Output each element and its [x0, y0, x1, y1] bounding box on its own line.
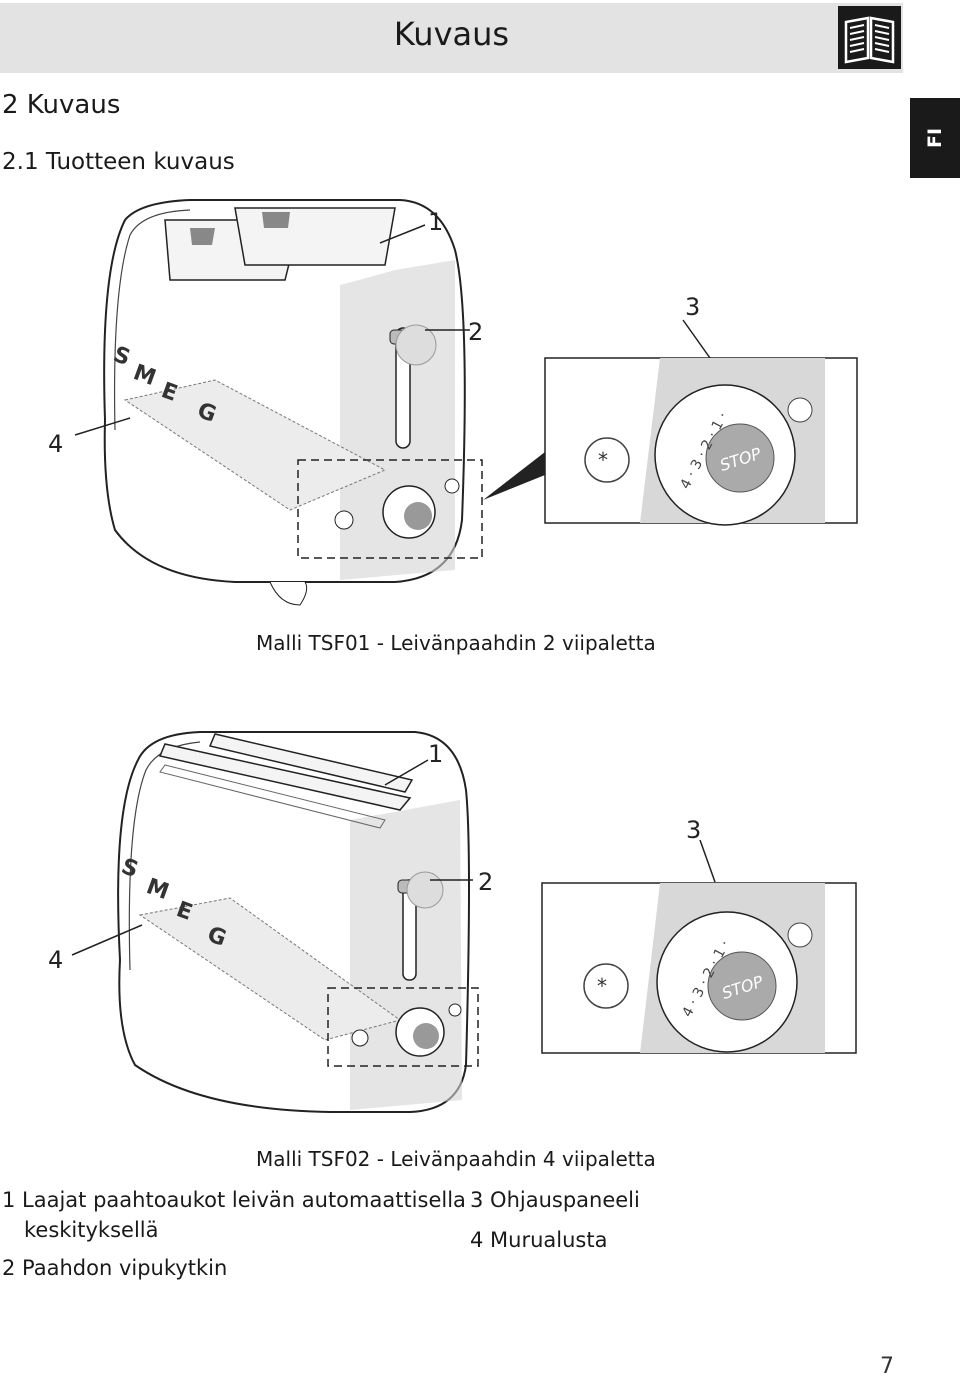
legend-left: 1 Laajat paahtoaukot leivän automaattise… — [2, 1182, 466, 1286]
legend-item-4: 4 Murualusta — [470, 1228, 608, 1252]
figure-caption-tsf01: Malli TSF01 - Leivänpaahdin 2 viipaletta — [256, 631, 656, 655]
callout-2: 2 — [478, 868, 493, 896]
page-number: 7 — [880, 1354, 894, 1379]
page-header-title: Kuvaus — [393, 15, 510, 53]
callout-4: 4 — [48, 946, 63, 974]
header-bar — [0, 3, 903, 73]
legend-item-1-continued: keskityksellä — [24, 1218, 159, 1242]
legend-right: 3 Ohjauspaneeli 4 Murualusta — [470, 1182, 640, 1258]
toaster-2-slice-illustration: S M E G * STOP 4 · 3 · 2 · 1 · 1 2 3 4 — [48, 199, 858, 606]
callout-2: 2 — [468, 318, 483, 346]
callout-3: 3 — [685, 293, 700, 321]
toaster-figure-tsf01: S M E G * STOP 4 · 3 · 2 · 1 · 1 2 3 4 — [0, 190, 960, 620]
callout-3: 3 — [686, 816, 701, 844]
figure-caption-tsf02: Malli TSF02 - Leivänpaahdin 4 viipaletta — [256, 1147, 656, 1171]
toaster-4-slice-illustration: S M E G * STOP 4 · 3 · 2 · 1 · 1 2 3 4 — [48, 731, 857, 1113]
svg-text:*: * — [598, 448, 608, 472]
toaster-figure-tsf02: S M E G * STOP 4 · 3 · 2 · 1 · 1 2 3 4 — [0, 720, 960, 1140]
callout-1: 1 — [428, 208, 443, 236]
manual-book-icon — [838, 6, 901, 69]
legend-item-2: 2 Paahdon vipukytkin — [2, 1256, 228, 1280]
subsection-title: 2.1 Tuotteen kuvaus — [2, 149, 235, 175]
language-label: FI — [924, 127, 946, 149]
legend-item-1: 1 Laajat paahtoaukot leivän automaattise… — [2, 1188, 466, 1212]
legend-item-3: 3 Ohjauspaneeli — [470, 1188, 640, 1212]
callout-1: 1 — [428, 740, 443, 768]
section-title: 2 Kuvaus — [2, 90, 121, 120]
svg-text:*: * — [597, 974, 607, 998]
language-tab: FI — [910, 98, 960, 178]
callout-4: 4 — [48, 430, 63, 458]
